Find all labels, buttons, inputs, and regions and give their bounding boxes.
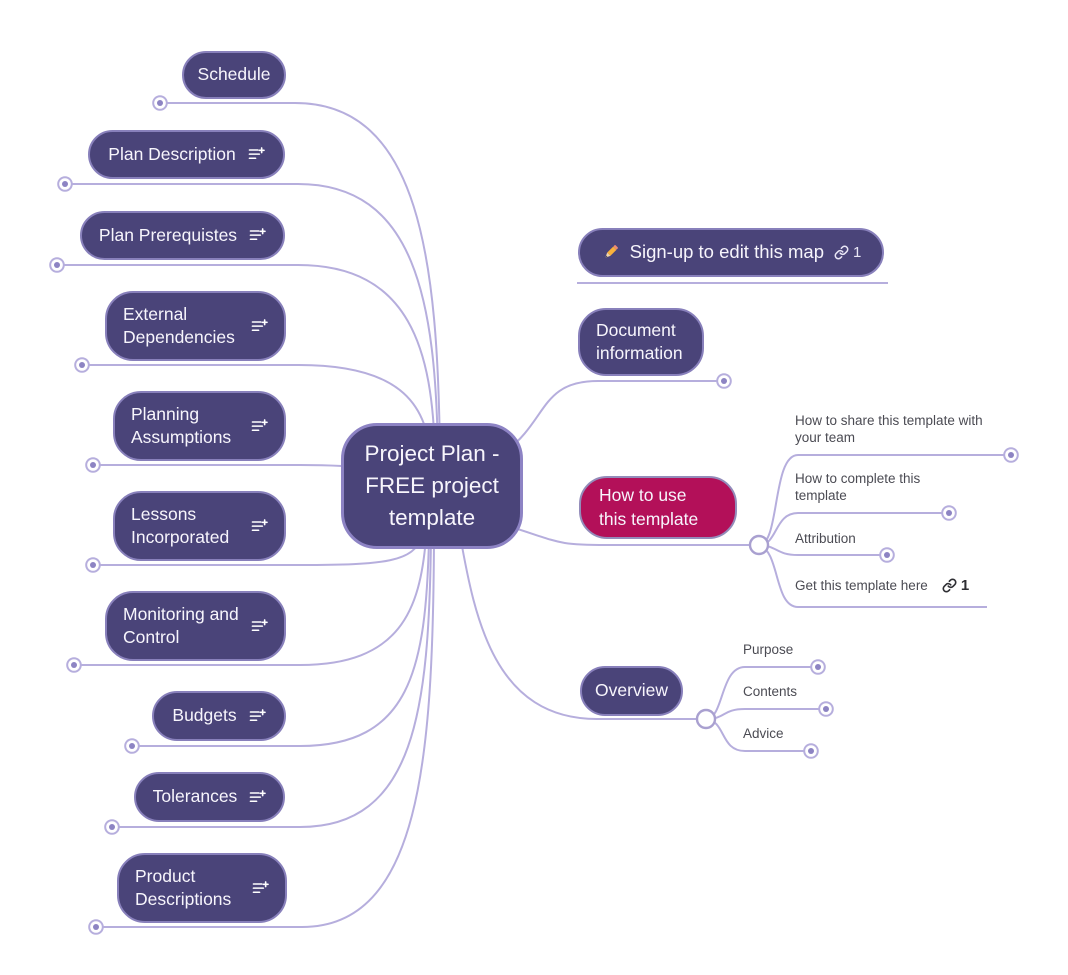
- node-label: Monitoring and Control: [123, 603, 239, 647]
- collapse-dot-connector[interactable]: [66, 657, 82, 673]
- pencil-icon: [601, 243, 620, 262]
- leaf-label: Get this template here: [795, 578, 928, 593]
- link-icon: [942, 578, 957, 593]
- node-label: Planning Assumptions: [131, 403, 232, 447]
- add-note-icon[interactable]: [248, 147, 265, 162]
- collapse-dot-connector[interactable]: [85, 557, 101, 573]
- branch-line: [504, 524, 750, 546]
- leaf-label: How to complete this template: [795, 471, 921, 503]
- node-label: Plan Prerequistes: [98, 224, 238, 245]
- leaf-label: Attribution: [795, 531, 856, 546]
- leaf-attribution[interactable]: Attribution: [795, 530, 856, 547]
- node-product-descriptions[interactable]: Product Descriptions: [117, 853, 287, 923]
- leaf-label: Advice: [743, 726, 784, 741]
- node-label: Lessons Incorporated: [131, 503, 230, 547]
- add-note-icon[interactable]: [251, 318, 268, 334]
- node-how-to-use[interactable]: How to use this template: [579, 476, 737, 539]
- root-node[interactable]: Project Plan - FREE project template: [341, 423, 523, 549]
- add-note-icon[interactable]: [249, 228, 266, 243]
- collapse-dot-connector[interactable]: [879, 547, 895, 563]
- branch-line: [103, 537, 435, 928]
- node-plan-description[interactable]: Plan Description: [88, 130, 285, 179]
- collapse-dot-connector[interactable]: [152, 95, 168, 111]
- branch-line: [139, 537, 430, 747]
- add-note-icon[interactable]: [251, 518, 268, 534]
- node-label: Sign-up to edit this map: [629, 241, 824, 263]
- node-tolerances[interactable]: Tolerances: [134, 772, 285, 822]
- add-note-icon[interactable]: [251, 618, 268, 634]
- node-label: Budgets: [172, 705, 237, 726]
- node-plan-prerequistes[interactable]: Plan Prerequistes: [80, 211, 285, 260]
- branch-line: [504, 380, 717, 453]
- collapse-dot-connector[interactable]: [85, 457, 101, 473]
- link-count: 1: [960, 577, 970, 594]
- branch-junction[interactable]: [695, 708, 717, 730]
- node-signup[interactable]: Sign-up to edit this map 1: [578, 228, 884, 277]
- link-count: 1: [853, 243, 862, 261]
- collapse-dot-connector[interactable]: [803, 743, 819, 759]
- link-badge[interactable]: 1: [834, 243, 861, 263]
- leaf-get-template[interactable]: Get this template here 1: [795, 577, 969, 594]
- node-monitoring-and-control[interactable]: Monitoring and Control: [105, 591, 286, 661]
- node-label: Overview: [595, 680, 668, 701]
- add-note-icon[interactable]: [252, 880, 269, 896]
- leaf-label: Contents: [743, 684, 798, 699]
- collapse-dot-connector[interactable]: [1003, 447, 1019, 463]
- branch-line: [167, 102, 441, 459]
- add-note-icon[interactable]: [249, 789, 267, 805]
- node-document-information[interactable]: Document information: [578, 308, 704, 376]
- node-planning-assumptions[interactable]: Planning Assumptions: [113, 391, 286, 461]
- node-overview[interactable]: Overview: [580, 666, 683, 716]
- node-label: External Dependencies: [123, 303, 235, 347]
- link-badge[interactable]: 1: [942, 577, 969, 594]
- node-label: Product Descriptions: [135, 865, 232, 909]
- node-label: Schedule: [197, 64, 271, 85]
- root-node-label: Project Plan - FREE project template: [364, 440, 500, 531]
- add-note-icon[interactable]: [249, 708, 266, 724]
- leaf-purpose[interactable]: Purpose: [743, 641, 793, 658]
- node-lessons-incorporated[interactable]: Lessons Incorporated: [113, 491, 286, 561]
- add-note-icon[interactable]: [251, 418, 268, 434]
- leaf-label: Purpose: [743, 642, 794, 657]
- collapse-dot-connector[interactable]: [104, 819, 120, 835]
- branch-line: [705, 708, 819, 720]
- leaf-label: How to share this template with your tea…: [795, 413, 983, 445]
- node-label: Plan Description: [108, 143, 236, 164]
- collapse-dot-connector[interactable]: [941, 505, 957, 521]
- collapse-dot-connector[interactable]: [810, 659, 826, 675]
- node-label: How to use this template: [599, 485, 699, 529]
- branch-line: [72, 183, 439, 459]
- leaf-how-to-complete[interactable]: How to complete this template: [795, 470, 950, 504]
- collapse-dot-connector[interactable]: [818, 701, 834, 717]
- node-schedule[interactable]: Schedule: [182, 51, 286, 99]
- leaf-how-to-share[interactable]: How to share this template with your tea…: [795, 412, 991, 446]
- branch-line: [119, 537, 432, 828]
- branch-line: [81, 537, 427, 666]
- branch-junction[interactable]: [748, 534, 770, 556]
- leaf-contents[interactable]: Contents: [743, 683, 797, 700]
- collapse-dot-connector[interactable]: [49, 257, 65, 273]
- leaf-advice[interactable]: Advice: [743, 725, 784, 742]
- node-external-dependencies[interactable]: External Dependencies: [105, 291, 286, 361]
- collapse-dot-connector[interactable]: [124, 738, 140, 754]
- branch-line: [64, 264, 436, 459]
- node-label: Tolerances: [152, 786, 238, 807]
- node-budgets[interactable]: Budgets: [152, 691, 286, 741]
- collapse-dot-connector[interactable]: [88, 919, 104, 935]
- collapse-dot-connector[interactable]: [716, 373, 732, 389]
- collapse-connectors: [49, 95, 1019, 935]
- collapse-dot-connector[interactable]: [57, 176, 73, 192]
- branch-line: [459, 534, 697, 720]
- node-label: Document information: [596, 319, 683, 363]
- link-icon: [834, 245, 849, 260]
- collapse-dot-connector[interactable]: [74, 357, 90, 373]
